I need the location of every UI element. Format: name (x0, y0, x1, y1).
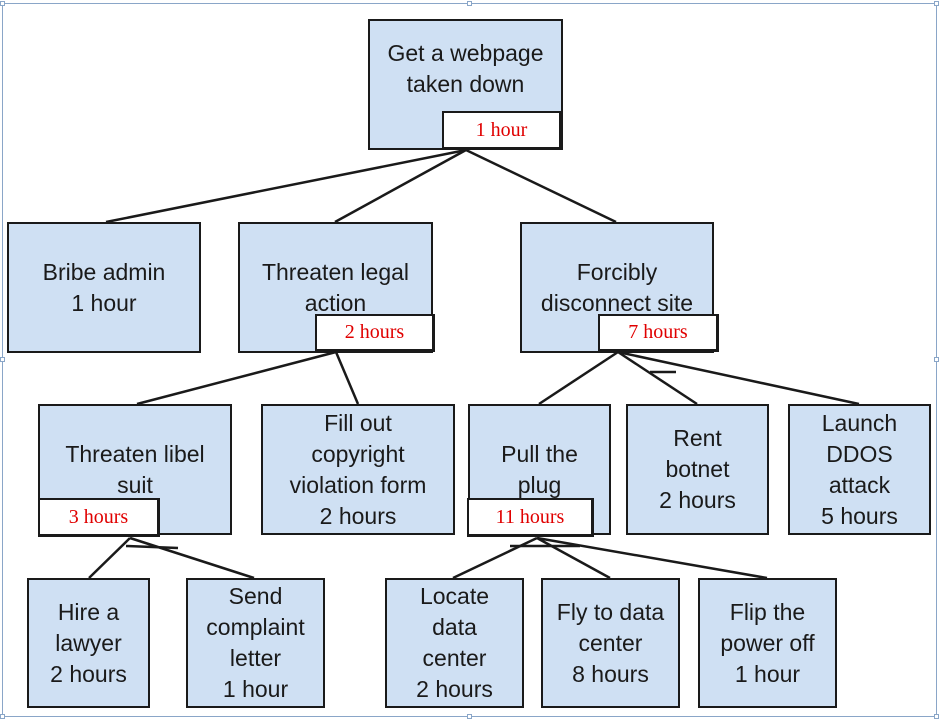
node-hire-a-lawyer[interactable]: Hire a lawyer 2 hours (27, 578, 150, 708)
node-launch-ddos-attack[interactable]: Launch DDOS attack 5 hours (788, 404, 931, 535)
resize-handle-top-left[interactable] (0, 1, 5, 6)
edge-legal-copyright (334, 351, 360, 405)
badge-libel-cost: 3 hours (38, 498, 160, 537)
node-flip-the-power-off-label: Flip the power off 1 hour (720, 598, 815, 687)
node-get-webpage-taken-down-label: Get a webpage taken down (387, 39, 544, 97)
and-arc-libel (125, 544, 179, 550)
node-bribe-admin[interactable]: Bribe admin 1 hour (7, 222, 201, 353)
edge-root-bribe (105, 148, 467, 224)
node-locate-data-center-label: Locate data center 2 hours (416, 583, 493, 702)
resize-handle-middle-left[interactable] (0, 357, 5, 362)
node-threaten-libel-suit-label: Threaten libel suit (65, 440, 205, 498)
node-send-complaint-letter[interactable]: Send complaint letter 1 hour (186, 578, 325, 708)
edge-forcibly-plug (538, 350, 619, 406)
node-launch-ddos-attack-label: Launch DDOS attack 5 hours (821, 409, 898, 529)
resize-handle-middle-right[interactable] (934, 357, 939, 362)
edge-forcibly-ddos (617, 350, 860, 406)
node-threaten-legal-action-label: Threaten legal action (261, 258, 410, 316)
node-flip-the-power-off[interactable]: Flip the power off 1 hour (698, 578, 837, 708)
edge-forcibly-botnet (617, 350, 698, 406)
node-hire-a-lawyer-label: Hire a lawyer 2 hours (50, 598, 127, 687)
edge-root-legal (334, 148, 467, 224)
node-fill-out-copyright-form-label: Fill out copyright violation form 2 hour… (289, 409, 427, 529)
node-fill-out-copyright-form[interactable]: Fill out copyright violation form 2 hour… (261, 404, 455, 535)
node-rent-botnet-label: Rent botnet 2 hours (659, 425, 736, 513)
node-pull-the-plug-label: Pull the plug (501, 440, 578, 498)
badge-plug-cost: 11 hours (467, 498, 594, 537)
edge-libel-lawyer (88, 537, 131, 579)
edge-legal-libel (136, 350, 337, 406)
node-fly-to-data-center-label: Fly to data center 8 hours (556, 598, 665, 687)
badge-root-cost: 1 hour (442, 111, 562, 150)
node-fly-to-data-center[interactable]: Fly to data center 8 hours (541, 578, 680, 708)
resize-handle-top-center[interactable] (467, 1, 472, 6)
edge-root-forcibly (465, 148, 617, 224)
edge-libel-complaint (129, 536, 255, 580)
resize-handle-bottom-center[interactable] (467, 714, 472, 719)
resize-handle-bottom-left[interactable] (0, 714, 5, 719)
node-bribe-admin-label: Bribe admin 1 hour (42, 258, 166, 316)
node-rent-botnet[interactable]: Rent botnet 2 hours (626, 404, 769, 535)
edge-plug-fly (536, 536, 611, 580)
badge-legal-cost: 2 hours (315, 314, 435, 352)
edge-plug-flip (536, 536, 768, 580)
resize-handle-bottom-right[interactable] (934, 714, 939, 719)
resize-handle-top-right[interactable] (934, 1, 939, 6)
node-locate-data-center[interactable]: Locate data center 2 hours (385, 578, 524, 708)
badge-forcibly-cost: 7 hours (598, 314, 719, 352)
node-forcibly-disconnect-site-label: Forcibly disconnect site (540, 258, 694, 316)
edge-plug-locate (452, 536, 538, 580)
node-send-complaint-letter-label: Send complaint letter 1 hour (206, 583, 305, 702)
